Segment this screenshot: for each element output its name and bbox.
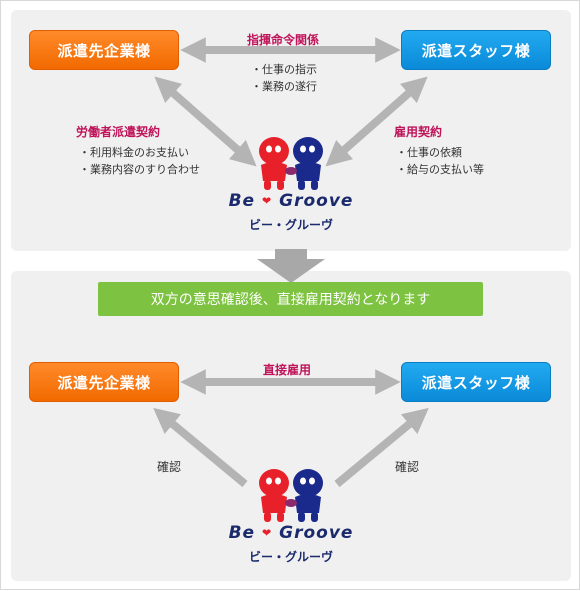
- heart-icon: ❤: [261, 526, 273, 540]
- be-groove-logo-bottom: Be ❤ Groove ビー・グルーヴ: [206, 463, 376, 573]
- command-relation-items: ・仕事の指示 ・業務の遂行: [251, 61, 317, 95]
- logo-wordmark: Be ❤ Groove: [206, 523, 376, 543]
- employment-item: ・給与の支払い等: [396, 163, 484, 176]
- dispatch-item: ・利用料金のお支払い: [79, 146, 189, 159]
- staff-box-bottom: 派遣スタッフ様: [401, 362, 551, 402]
- dispatch-contract-label: 労働者派遣契約: [76, 125, 161, 139]
- transition-down-arrow: [257, 249, 325, 283]
- confirm-label-right: 確認: [395, 460, 420, 474]
- dispatch-item: ・業務内容のすり合わせ: [79, 163, 200, 176]
- heart-icon: ❤: [261, 194, 273, 208]
- dispatch-contract-items: ・利用料金のお支払い ・業務内容のすり合わせ: [79, 144, 200, 178]
- direct-hire-label: 直接雇用: [263, 363, 312, 377]
- mascots-icon: [259, 137, 323, 190]
- direct-hire-phase-panel: [11, 271, 571, 581]
- confirm-label-left: 確認: [157, 460, 182, 474]
- command-item: ・仕事の指示: [251, 63, 317, 76]
- logo-katakana: ビー・グルーヴ: [248, 218, 333, 232]
- arrow-dispatch-contract: [154, 76, 257, 167]
- logo-katakana: ビー・グルーヴ: [248, 550, 333, 564]
- command-item: ・業務の遂行: [251, 80, 317, 93]
- employment-item: ・仕事の依頼: [396, 146, 462, 159]
- arrow-confirm-client: [153, 407, 248, 488]
- confirmation-banner: 双方の意思確認後、直接雇用契約となります: [98, 282, 483, 316]
- arrow-confirm-staff: [334, 407, 429, 488]
- logo-word-be: Be: [228, 523, 256, 543]
- client-company-box: 派遣先企業様: [29, 30, 179, 70]
- logo-word-be: Be: [228, 191, 256, 211]
- logo-wordmark: Be ❤ Groove: [206, 191, 376, 211]
- employment-contract-items: ・仕事の依頼 ・給与の支払い等: [396, 144, 484, 178]
- staff-box: 派遣スタッフ様: [401, 30, 551, 70]
- command-relation-label: 指揮命令関係: [247, 33, 320, 47]
- employment-contract-label: 雇用契約: [394, 125, 443, 139]
- logo-word-groove: Groove: [279, 191, 354, 211]
- arrow-employment-contract: [325, 76, 428, 167]
- be-groove-logo: Be ❤ Groove ビー・グルーヴ: [206, 131, 376, 241]
- mascots-icon: [259, 469, 323, 522]
- logo-word-groove: Groove: [279, 523, 354, 543]
- client-company-box-bottom: 派遣先企業様: [29, 362, 179, 402]
